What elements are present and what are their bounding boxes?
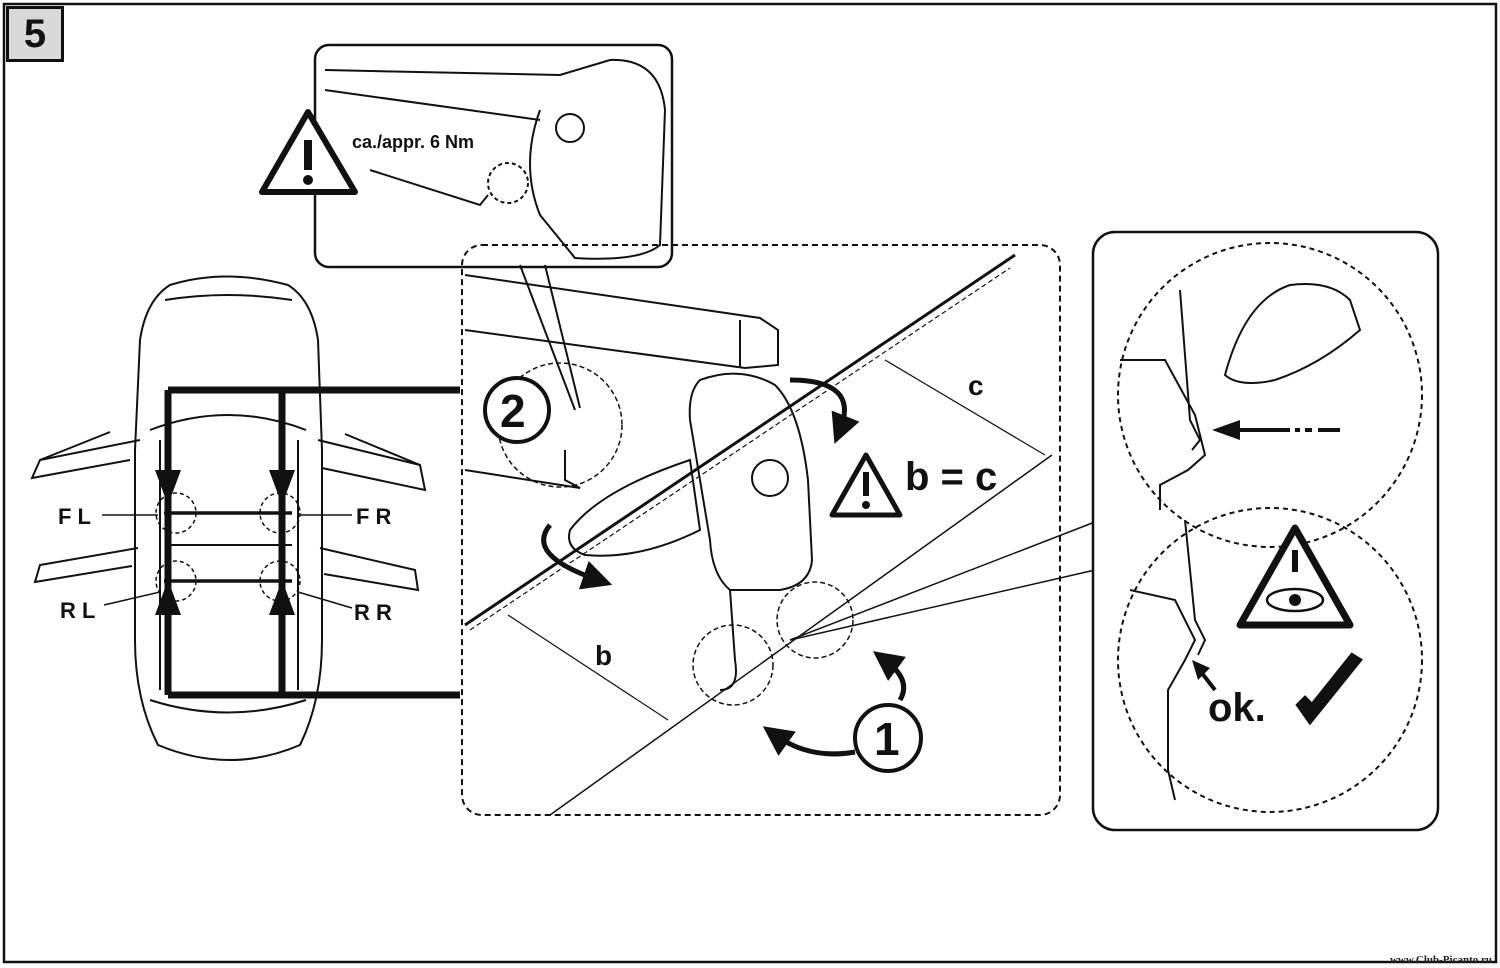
check-panel — [1091, 230, 1440, 832]
position-arrows — [155, 470, 295, 615]
ok-label: ok. — [1208, 686, 1266, 730]
step-number-box — [6, 6, 64, 62]
step-2-circle — [483, 376, 551, 444]
foot-markers — [155, 492, 301, 602]
foot-zoom-panel — [461, 244, 1061, 816]
step-2-label: 2 — [500, 385, 526, 437]
rotate-arrow-icon — [541, 377, 907, 757]
step-number: 5 — [23, 12, 47, 56]
checkmark-icon — [1295, 652, 1363, 726]
position-label-rear-left: R L — [60, 598, 96, 623]
measure-c-label: c — [968, 370, 984, 401]
torque-label: ca./appr. 6 Nm — [352, 132, 475, 152]
torque-detail-panel — [259, 43, 674, 269]
step-1-circle — [853, 703, 923, 773]
roof-bars — [164, 386, 460, 699]
step-1-label: 1 — [874, 713, 900, 765]
position-label-front-right: F R — [356, 504, 392, 529]
position-label-front-left: F L — [58, 504, 91, 529]
position-label-rear-right: R R — [354, 600, 392, 625]
measure-b-label: b — [595, 640, 613, 671]
equal-distance-label: b = c — [905, 455, 998, 499]
watermark: www.Club-Picanto.ru — [1389, 954, 1492, 966]
